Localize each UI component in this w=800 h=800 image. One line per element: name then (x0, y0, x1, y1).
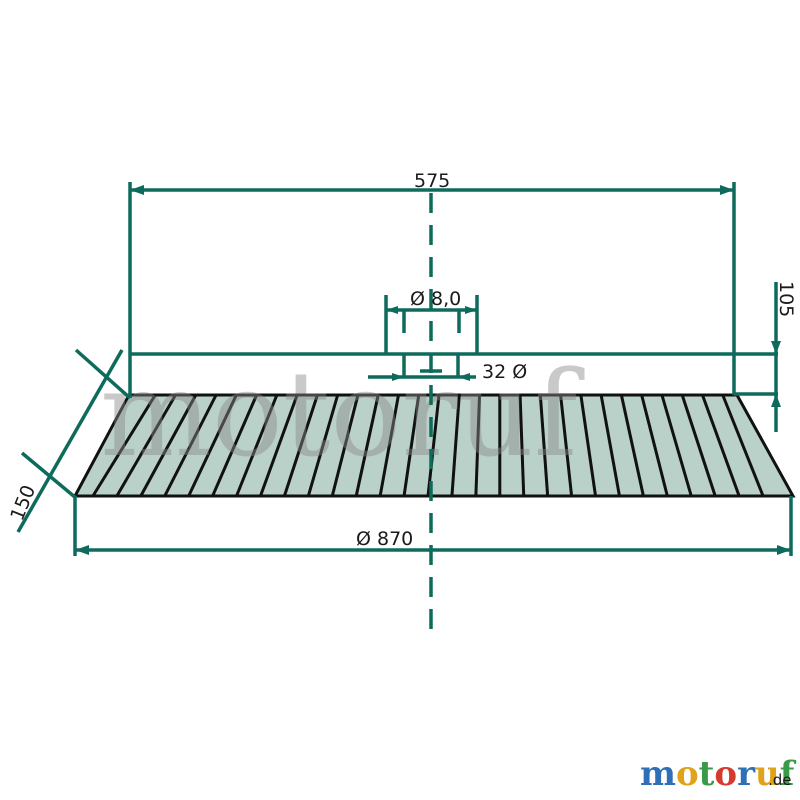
rib-line (538, 394, 550, 497)
rib-line (701, 394, 741, 497)
brand-logo: motoruf .de (640, 754, 797, 794)
rib-line (139, 394, 198, 497)
rib-line (330, 394, 360, 497)
disc-ribs (91, 394, 765, 497)
rib-line (619, 394, 645, 497)
rib-line (559, 394, 574, 497)
rib-line (306, 394, 340, 497)
rib-line (599, 394, 621, 497)
rib-line (282, 394, 319, 497)
brand-logo-letter: r (737, 754, 756, 794)
brand-logo-letter: m (640, 754, 676, 794)
rib-line (640, 394, 669, 497)
brand-logo-letter: f (780, 754, 797, 794)
rib-line (378, 394, 400, 497)
slant-dimension-line (16, 349, 124, 533)
brand-logo-letter: o (676, 754, 699, 794)
rib-line (518, 394, 526, 497)
rib-line (660, 394, 693, 497)
rib-line (115, 394, 177, 497)
rib-line (721, 394, 765, 497)
height-label: 105 (775, 281, 797, 317)
arrowhead (720, 185, 734, 195)
arrowhead (777, 545, 791, 555)
rib-line (354, 394, 380, 497)
brand-logo-letter: t (699, 754, 715, 794)
rib-line (474, 394, 482, 497)
brand-logo-letter: o (714, 754, 737, 794)
rib-line (579, 394, 598, 497)
bore-label: 32 Ø (482, 361, 527, 383)
slant-extension-top (74, 348, 132, 400)
arrowheads (75, 185, 791, 555)
arrowhead (75, 545, 89, 555)
watermark: motoruf (100, 345, 585, 483)
dimension-lines (16, 182, 793, 632)
arrowhead (392, 373, 404, 381)
arrowhead (771, 394, 781, 407)
rib-line (259, 394, 299, 497)
top-width-label: 575 (414, 170, 450, 192)
rib-line (450, 394, 461, 497)
rib-line (91, 394, 157, 497)
arrowhead (465, 306, 477, 314)
hub-diameter-label: Ø 8,0 (410, 288, 461, 310)
arrowhead (386, 306, 398, 314)
brand-logo-text: motoruf (640, 754, 797, 794)
rib-line (187, 394, 238, 497)
arrowhead (458, 373, 470, 381)
arrowhead (130, 185, 144, 195)
rib-line (680, 394, 717, 497)
rib-line (426, 394, 441, 497)
rib-line (163, 394, 218, 497)
rib-line (235, 394, 279, 497)
brand-logo-letter: u (755, 754, 780, 794)
arrowhead (771, 341, 781, 354)
brand-logo-suffix: .de (768, 771, 792, 789)
rib-line (211, 394, 258, 497)
bottom-diameter-label: Ø 870 (356, 528, 413, 550)
rib-line (402, 394, 421, 497)
